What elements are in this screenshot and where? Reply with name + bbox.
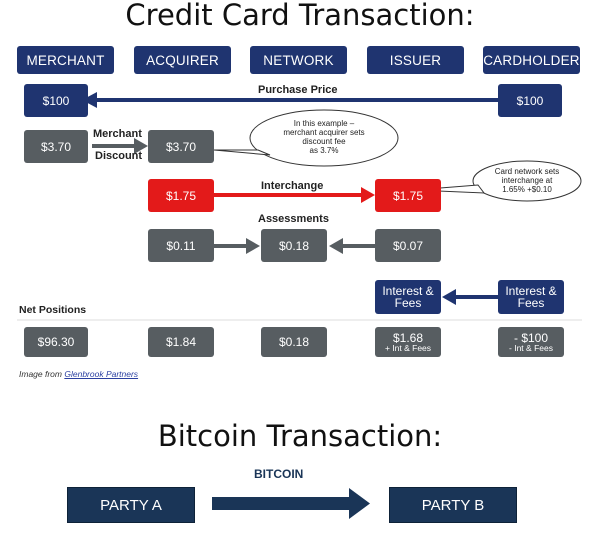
interchange-note-line: interchange at xyxy=(501,176,553,185)
header-network: NETWORK xyxy=(250,46,347,74)
discount-label-top: Merchant xyxy=(93,128,142,140)
discount-note-tail xyxy=(213,149,271,156)
net-acquirer-box: $1.84 xyxy=(148,327,214,357)
header-cardholder: CARDHOLDER xyxy=(483,46,580,74)
interest-arrowhead-icon xyxy=(442,289,456,305)
assessment-issuer-box: $0.07 xyxy=(375,229,441,262)
interchange-label: Interchange xyxy=(261,180,324,192)
credit-card-title: Credit Card Transaction: xyxy=(125,0,475,32)
discount-note-bubble xyxy=(249,109,399,167)
net-positions-label: Net Positions xyxy=(19,304,87,316)
assessment-network-box: $0.18 xyxy=(261,229,327,262)
net-issuer-box: $1.68 + Int & Fees xyxy=(375,327,441,357)
discount-label-bottom: Discount xyxy=(95,150,143,162)
interest-cardholder-line: Fees xyxy=(517,296,545,310)
interest-cardholder-box: Interest & Fees xyxy=(498,280,564,314)
discount-acquirer-box: $3.70 xyxy=(148,130,214,163)
net-merchant-value: $96.30 xyxy=(37,335,75,349)
net-network-value: $0.18 xyxy=(278,335,310,349)
bitcoin-arrowhead-icon xyxy=(349,488,370,519)
discount-merchant-box: $3.70 xyxy=(24,130,88,163)
header-acquirer: ACQUIRER xyxy=(134,46,231,74)
interest-issuer-line: Interest & xyxy=(382,284,434,298)
interchange-note-line: Card network sets xyxy=(494,167,560,176)
bitcoin-label: BITCOIN xyxy=(254,467,304,481)
purchase-cardholder-box: $100 xyxy=(498,84,562,117)
net-issuer-value: $1.68 xyxy=(392,330,424,345)
purchase-price-label: Purchase Price xyxy=(258,84,338,96)
net-cardholder-value: - $100 xyxy=(513,330,549,345)
image-credit: Image from Glenbrook Partners xyxy=(19,369,138,379)
discount-note-line: merchant acquirer sets xyxy=(283,128,365,137)
header-issuer: ISSUER xyxy=(367,46,464,74)
assessment-left-arrowhead-icon xyxy=(246,238,260,254)
net-cardholder-subvalue: - Int & Fees xyxy=(509,342,553,353)
net-merchant-box: $96.30 xyxy=(24,327,88,357)
discount-note-line: In this example – xyxy=(293,119,355,128)
bitcoin-title: Bitcoin Transaction: xyxy=(157,419,443,453)
purchase-merchant-box: $100 xyxy=(24,84,88,117)
header-merchant: MERCHANT xyxy=(17,46,114,74)
interchange-note-line: 1.65% +$0.10 xyxy=(502,185,552,194)
assessments-label: Assessments xyxy=(258,213,329,225)
purchase-arrowhead-icon xyxy=(82,92,97,108)
image-credit-prefix: Image from xyxy=(19,369,65,379)
discount-arrowhead-icon xyxy=(134,138,148,154)
net-network-box: $0.18 xyxy=(261,327,327,357)
interchange-note-tail xyxy=(414,184,486,194)
interest-cardholder-line: Interest & xyxy=(505,284,557,298)
party-b-box: PARTY B xyxy=(389,487,517,523)
bitcoin-arrow-shaft xyxy=(212,497,351,510)
interchange-issuer-box: $1.75 xyxy=(375,179,441,212)
interchange-acquirer-box: $1.75 xyxy=(148,179,214,212)
glenbrook-link[interactable]: Glenbrook Partners xyxy=(64,369,139,379)
discount-note-line: as 3.7% xyxy=(309,146,339,155)
interchange-arrowhead-icon xyxy=(361,187,375,203)
assessment-acquirer-box: $0.11 xyxy=(148,229,214,262)
net-issuer-subvalue: + Int & Fees xyxy=(384,342,432,353)
interest-issuer-box: Interest & Fees xyxy=(375,280,441,314)
interest-issuer-line: Fees xyxy=(394,296,422,310)
net-cardholder-box: - $100 - Int & Fees xyxy=(498,327,564,357)
net-acquirer-value: $1.84 xyxy=(165,335,197,349)
assessment-right-arrowhead-icon xyxy=(329,238,343,254)
interchange-note-text: Card network sets interchange at 1.65% +… xyxy=(480,167,574,194)
discount-note-text: In this example – merchant acquirer sets… xyxy=(262,119,386,155)
interchange-note-bubble xyxy=(472,160,582,202)
party-a-box: PARTY A xyxy=(67,487,195,523)
discount-note-line: discount fee xyxy=(302,137,346,146)
